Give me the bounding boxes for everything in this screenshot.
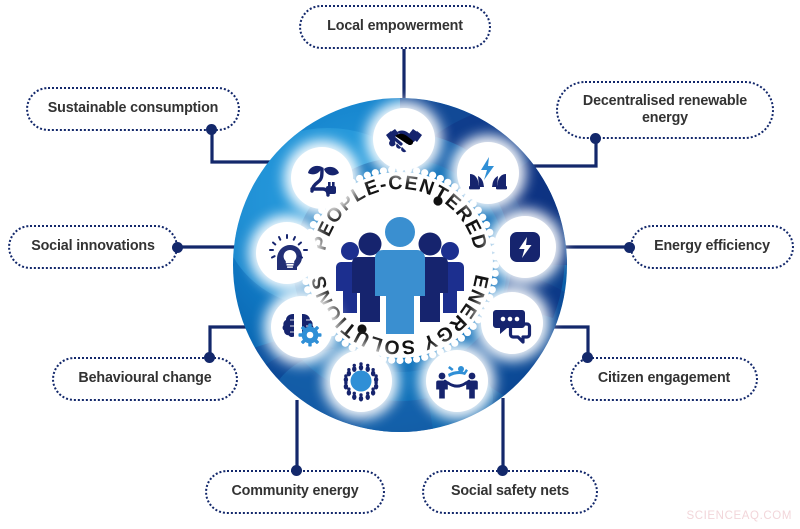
brain-gear-icon — [282, 314, 322, 347]
safety-net-icon — [436, 366, 478, 399]
plant-plug-icon — [308, 165, 339, 197]
watermark: SCIENCEAQ.COM — [686, 510, 792, 522]
connector-knob-energy-efficiency — [624, 242, 635, 253]
group-of-people-icon — [336, 217, 464, 334]
label-community-energy[interactable]: Community energy — [205, 470, 385, 514]
label-behavioural-change[interactable]: Behavioural change — [52, 357, 238, 401]
node-behavioural-change[interactable] — [271, 296, 333, 358]
node-energy-efficiency[interactable] — [494, 216, 556, 278]
label-energy-efficiency[interactable]: Energy efficiency — [630, 225, 794, 269]
connector-knob-sustainable-consumption — [206, 124, 217, 135]
energy-chip-icon — [510, 232, 540, 262]
handshake-icon — [386, 129, 422, 153]
label-local-empowerment[interactable]: Local empowerment — [299, 5, 491, 49]
connector-knob-social-safety-nets — [497, 465, 508, 476]
node-sustainable-consumption[interactable] — [291, 147, 353, 209]
head-lightbulb-icon — [269, 234, 308, 270]
connector-knob-citizen-engagement — [582, 352, 593, 363]
node-social-innovations[interactable] — [256, 222, 318, 284]
node-community-energy[interactable] — [330, 350, 392, 412]
node-social-safety-nets[interactable] — [426, 350, 488, 412]
node-citizen-engagement[interactable] — [481, 292, 543, 354]
connector-knob-decentralised — [590, 133, 601, 144]
label-citizen-engagement[interactable]: Citizen engagement — [570, 357, 758, 401]
people-circle-icon — [343, 362, 379, 402]
speech-bubbles-icon — [493, 310, 532, 344]
label-social-innovations[interactable]: Social innovations — [8, 225, 178, 269]
node-decentralised-renewable-energy[interactable] — [457, 142, 519, 204]
label-sustainable-consumption[interactable]: Sustainable consumption — [26, 87, 240, 131]
label-decentralised-renewable-energy[interactable]: Decentralised renewable energy — [556, 81, 774, 139]
connector-knob-community-energy — [291, 465, 302, 476]
label-social-safety-nets[interactable]: Social safety nets — [422, 470, 598, 514]
connector-knob-behavioural-change — [204, 352, 215, 363]
hands-lightning-icon — [469, 157, 507, 190]
node-local-empowerment[interactable] — [373, 108, 435, 170]
connector-knob-social-innovations — [172, 242, 183, 253]
